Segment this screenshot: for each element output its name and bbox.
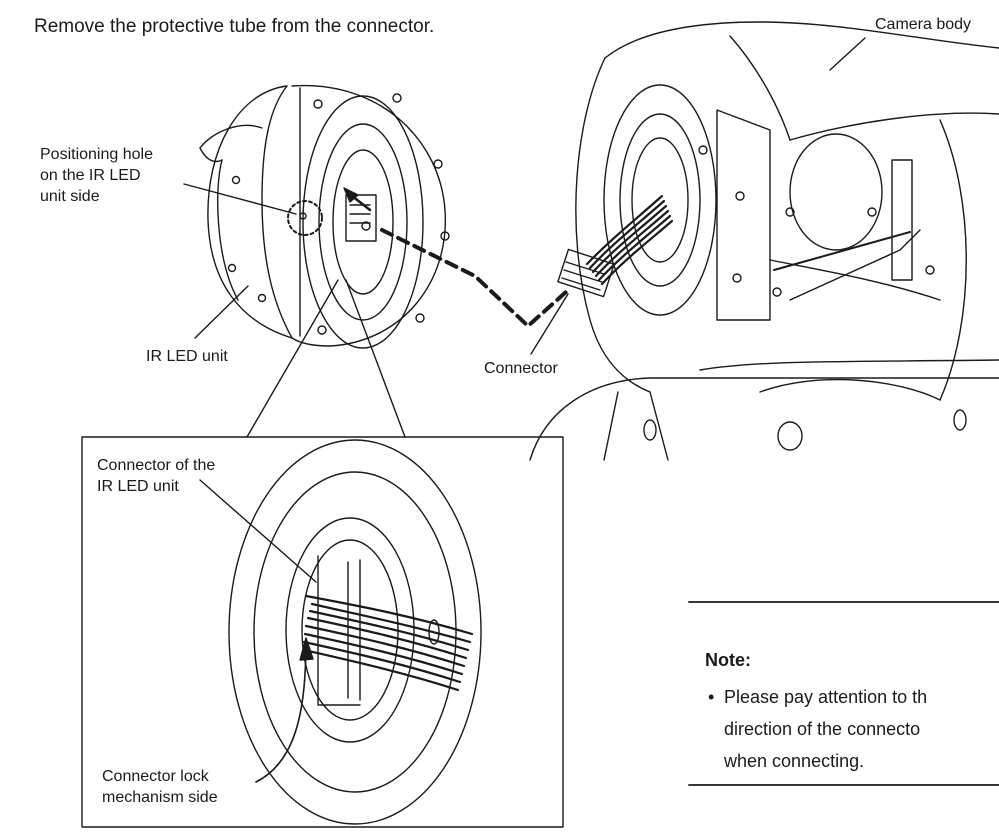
leader-connector [530,293,569,355]
inset-connector-drawing [228,439,482,825]
connector-plug [557,248,615,298]
callout-line-left [246,279,339,438]
instruction-text: Remove the protective tube from the conn… [34,16,435,37]
label-lock-line2: mechanism side [102,789,218,806]
note-title: Note: [705,650,751,670]
label-connector-ir: Connector of the IR LED unit [97,455,215,497]
note-item: • Please pay attention to th direction of… [708,681,927,777]
bullet-icon: • [708,687,715,707]
mount-ring [302,95,424,349]
connection-path [380,228,568,328]
positioning-hole-marker [287,200,323,236]
label-lock-mechanism: Connector lock mechanism side [102,766,218,808]
label-camera-body: Camera body [875,16,972,33]
note-line-1: • Please pay attention to th [708,681,927,713]
note-line-2: direction of the connecto [724,719,921,739]
leader-positioning-hole [183,183,297,215]
leader-connector-ir [199,479,317,583]
note-line-1-text: Please pay attention to th [724,687,928,707]
label-connector-ir-line1: Connector of the [97,457,216,474]
label-positioning-hole-line2: on the IR LED [40,167,141,184]
leader-lock [255,647,307,783]
label-connector: Connector [484,360,558,377]
inset-frame [81,436,564,828]
label-positioning-hole-line1: Positioning hole [40,146,153,163]
label-ir-led-unit: IR LED unit [146,348,228,365]
leader-ir-led-unit [194,285,249,339]
camera-body-drawing [529,21,999,461]
label-lock-line1: Connector lock [102,768,209,785]
note-line-3: when connecting. [724,751,865,771]
callout-line-right [345,279,406,438]
cable-bundle [585,194,674,286]
label-positioning-hole-line3: unit side [40,188,100,205]
inset-ribbon-cable [302,594,474,692]
label-positioning-hole: Positioning hole on the IR LED unit side [40,144,153,207]
screw-holes [227,93,450,335]
leader-camera-body [829,37,866,71]
label-connector-ir-line2: IR LED unit [97,478,179,495]
